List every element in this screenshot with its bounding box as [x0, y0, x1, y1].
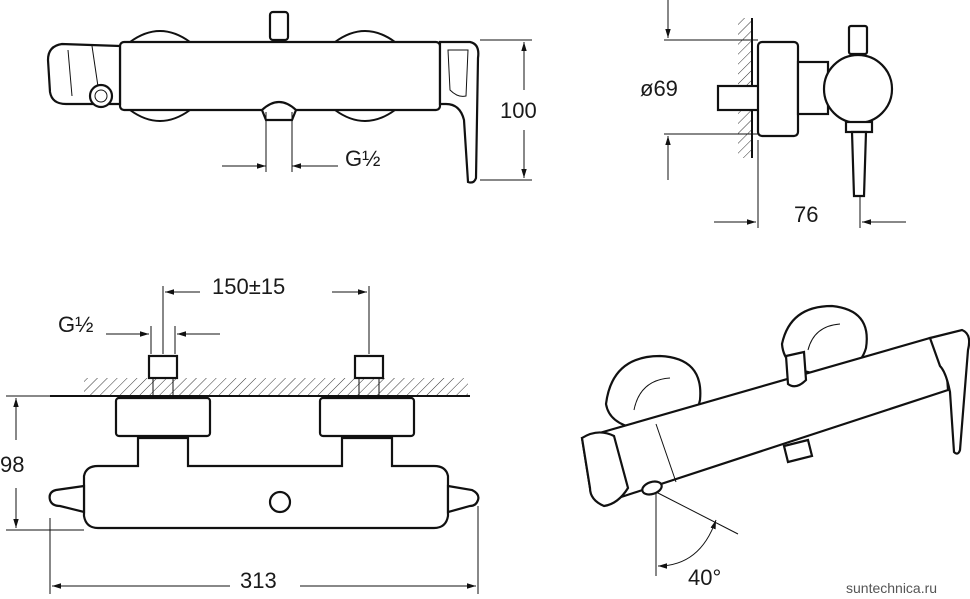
dim-center-150: 150±15	[212, 274, 285, 299]
isometric-view: 40°	[580, 304, 970, 590]
top-view: G½ 100	[46, 10, 537, 184]
dim-height-98: 98	[0, 452, 24, 477]
front-view: 150±15 G½ 98 313	[0, 274, 480, 594]
watermark-text: suntechnica.ru	[846, 580, 937, 596]
dim-depth-76: 76	[794, 202, 818, 227]
side-view: ø69 76	[640, 0, 906, 228]
dim-g-front: G½	[58, 312, 93, 337]
dim-angle-40: 40°	[688, 565, 721, 590]
dim-height-100: 100	[500, 98, 537, 123]
dim-g-top: G½	[345, 146, 380, 171]
dim-width-313: 313	[240, 568, 277, 593]
dim-diameter-69: ø69	[640, 76, 678, 101]
